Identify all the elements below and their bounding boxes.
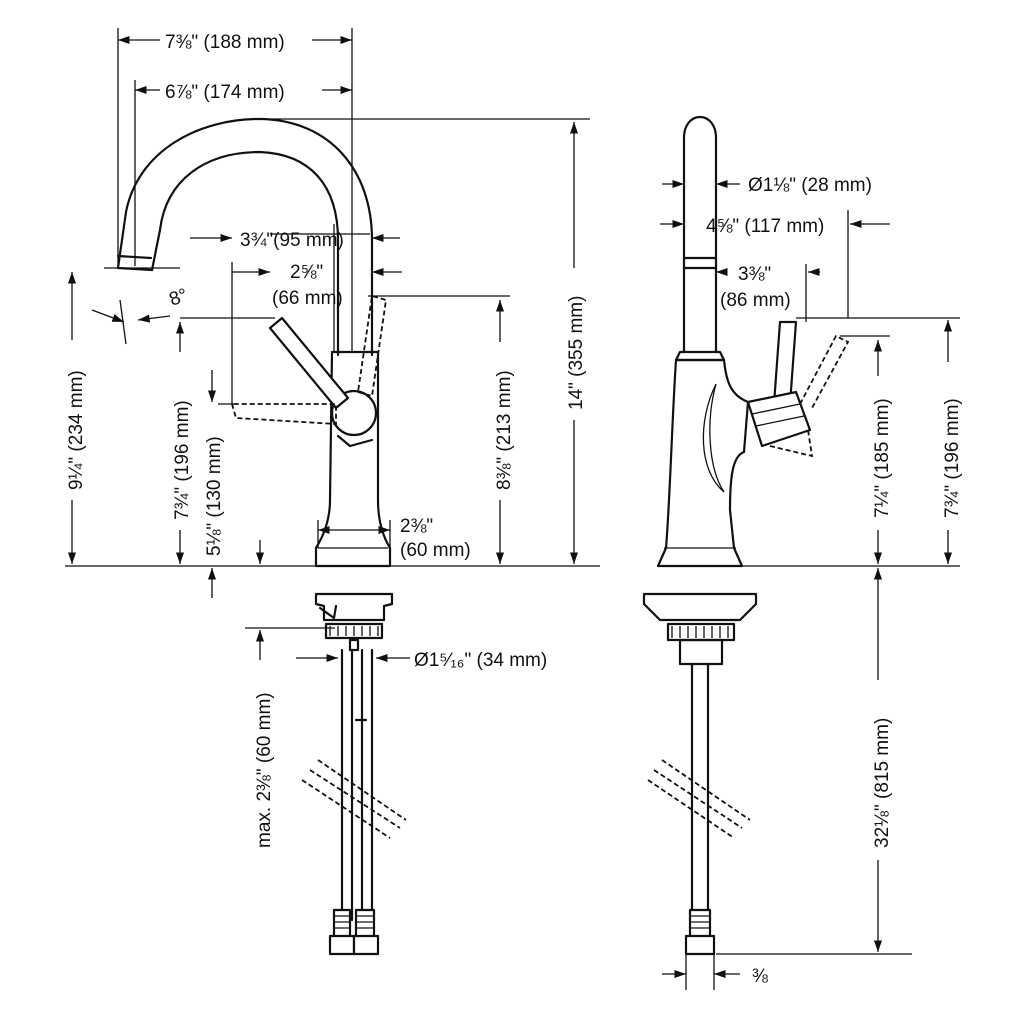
dim-depth: 4⅝" (117 mm) — [706, 216, 824, 237]
dim-fitting: ⅜ — [752, 966, 768, 987]
dim-spout-height: 9¼" (234 mm) — [66, 370, 87, 490]
front-view: Ø1⅛" (28 mm) 4⅝" (117 mm) 3⅜" (86 mm) 7¼… — [642, 115, 963, 990]
dim-total-height: 14" (355 mm) — [566, 296, 587, 410]
dim-base-width-in: 2⅜" — [400, 516, 433, 537]
dim-spout-width: 6⅞" (174 mm) — [165, 82, 285, 103]
dim-handle-height: 7¾" (196 mm) — [172, 400, 193, 520]
spout-column — [682, 115, 718, 354]
dim-overall-width: 7⅜" (188 mm) — [165, 32, 285, 53]
dim-handle-offset-mm: (66 mm) — [272, 288, 343, 309]
dim-handle-offset-in: 2⅝" — [290, 262, 323, 283]
dim-lever-height: 5⅛" (130 mm) — [204, 436, 225, 556]
hose-break-mark — [301, 759, 407, 839]
side-view: 7⅜" (188 mm) 6⅞" (174 mm) 3¾"(95 mm) 2⅝"… — [65, 28, 600, 956]
dim-handle-height-a: 7¼" (185 mm) — [872, 398, 893, 518]
handle-lever-alt-2 — [356, 294, 388, 398]
dim-handle-depth-in: 3⅜" — [738, 264, 771, 285]
hose-fitting-right — [352, 908, 380, 956]
faucet-body-front — [656, 358, 750, 568]
faucet-body — [314, 350, 392, 568]
mounting-nut — [324, 622, 384, 640]
mounting-plate-front — [642, 592, 758, 622]
supply-hoses — [340, 648, 374, 922]
dim-shank-diameter: Ø1⁵⁄₁₆" (34 mm) — [414, 650, 547, 671]
dim-spout-diameter: Ø1⅛" (28 mm) — [748, 175, 872, 196]
handle-lever-alt-1 — [230, 403, 337, 425]
handle-cartridge — [746, 390, 812, 448]
dim-hose-length: 32⅛" (815 mm) — [872, 718, 893, 848]
supply-hose-front — [690, 662, 710, 912]
dim-spout-angle: 8° — [167, 285, 191, 311]
dim-base-width-mm: (60 mm) — [400, 540, 471, 561]
dim-handle-height-b: 7¾" (196 mm) — [942, 398, 963, 518]
handle-lever-alt-front — [769, 334, 850, 458]
dim-handle-depth-mm: (86 mm) — [720, 290, 791, 311]
dim-lever-top-height: 8⅜" (213 mm) — [494, 370, 515, 490]
dim-handle-reach: 3¾"(95 mm) — [240, 230, 344, 251]
dim-max-counter: max. 2⅜" (60 mm) — [254, 692, 275, 848]
mounting-plate — [314, 592, 394, 622]
handle-lever — [268, 316, 350, 410]
